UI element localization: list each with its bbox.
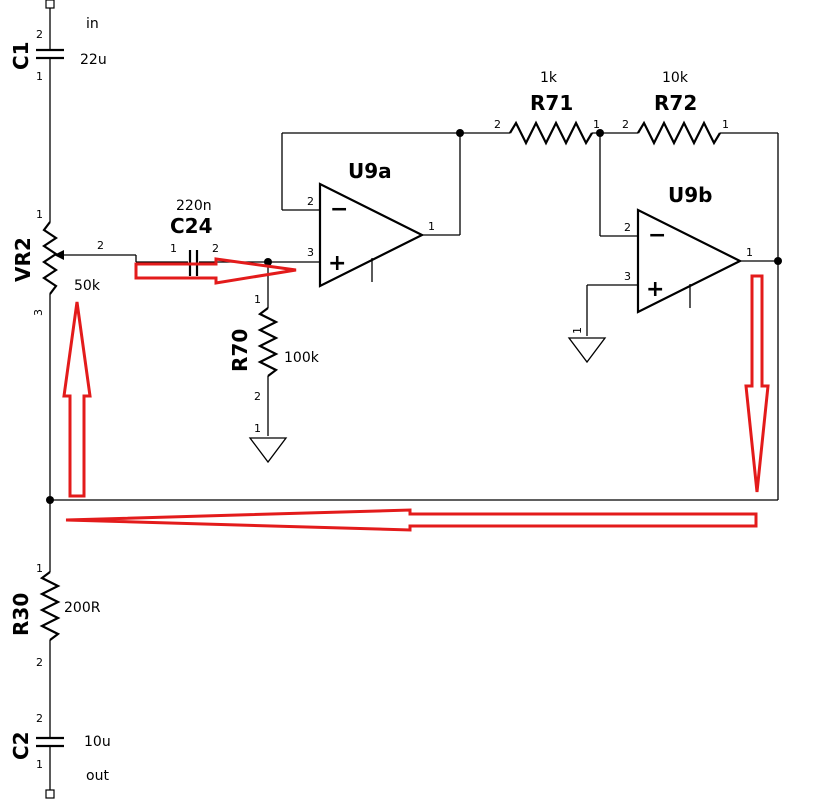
arrow-left-feedback: [65, 508, 758, 532]
c24-ref-label: C24: [170, 214, 213, 238]
input-terminal: [45, 0, 55, 9]
r72-pin1-label: 1: [722, 118, 729, 131]
annotation-arrows: [62, 257, 770, 532]
resistor-r30: 1 2 R30 200R: [9, 500, 101, 738]
junction-u9b-output: [774, 257, 782, 265]
r71-value-label: 1k: [540, 70, 558, 86]
c24-pin1-label: 1: [170, 242, 177, 255]
output-label: out: [86, 768, 109, 784]
vr2-pin3-label: 3: [32, 309, 45, 316]
u9a-pin2-label: 2: [307, 195, 314, 208]
vr2-pin1-label: 1: [36, 208, 43, 221]
u9b-minus-sign: −: [648, 223, 666, 248]
capacitor-c1: 2 1 C1 22u: [9, 8, 107, 222]
r72-ref-label: R72: [654, 91, 697, 115]
c1-pin1-label: 1: [36, 70, 43, 83]
u9b-ref-label: U9b: [668, 183, 712, 207]
c1-value-label: 22u: [80, 52, 107, 68]
opamp-u9b: − + 2 3 1 U9b: [586, 133, 778, 336]
u9b-plus-sign: +: [646, 277, 664, 302]
arrow-down-from-u9b: [744, 274, 770, 493]
vr2-pin2-label: 2: [97, 239, 104, 252]
r70-value-label: 100k: [284, 350, 320, 366]
u9a-plus-sign: +: [328, 251, 346, 276]
resistor-r71: 2 1 R71 1k: [460, 70, 638, 146]
r70-ref-label: R70: [228, 329, 252, 372]
r71-pin1-label: 1: [593, 118, 600, 131]
c2-pin2-label: 2: [36, 712, 43, 725]
ground-u9b-pin-label: 1: [571, 327, 584, 334]
r30-pin2-label: 2: [36, 656, 43, 669]
r70-pin2-label: 2: [254, 390, 261, 403]
potentiometer-vr2: 1 2 3 VR2 50k: [11, 208, 188, 500]
r70-pin1-label: 1: [254, 293, 261, 306]
vr2-value-label: 50k: [74, 278, 101, 294]
r71-ref-label: R71: [530, 91, 573, 115]
arrow-right-to-u9a: [134, 257, 297, 285]
u9b-pin3-label: 3: [624, 270, 631, 283]
ground-r70-pin-label: 1: [254, 422, 261, 435]
u9b-pin2-label: 2: [624, 221, 631, 234]
u9a-ref-label: U9a: [348, 159, 392, 183]
output-terminal: [45, 789, 55, 799]
c1-pin2-label: 2: [36, 28, 43, 41]
capacitor-c24: 1 2 C24 220n: [170, 198, 268, 276]
r72-pin2-label: 2: [622, 118, 629, 131]
ground-symbol-u9b: 1: [567, 327, 607, 364]
c24-pin2-label: 2: [212, 242, 219, 255]
r30-value-label: 200R: [64, 600, 101, 616]
input-label: in: [86, 16, 99, 32]
opamp-u9a: − + 2 3 1 U9a: [281, 132, 461, 288]
u9a-pin3-label: 3: [307, 246, 314, 259]
ground-symbol-r70: 1: [248, 422, 288, 464]
c24-value-label: 220n: [176, 198, 212, 214]
arrow-up-to-vr2: [62, 301, 92, 498]
r71-pin2-label: 2: [494, 118, 501, 131]
c2-value-label: 10u: [84, 734, 111, 750]
vr2-ref-label: VR2: [11, 237, 35, 282]
u9a-pin1-label: 1: [428, 220, 435, 233]
u9a-minus-sign: −: [330, 197, 348, 222]
resistor-r70: 1 2 R70 100k: [228, 262, 320, 436]
resistor-r72: 2 1 R72 10k: [622, 70, 779, 500]
capacitor-c2: 2 1 C2 10u: [9, 712, 111, 790]
c2-ref-label: C2: [9, 731, 33, 760]
c2-pin1-label: 1: [36, 758, 43, 771]
r30-pin1-label: 1: [36, 562, 43, 575]
c1-ref-label: C1: [9, 41, 33, 70]
r72-value-label: 10k: [662, 70, 689, 86]
r30-ref-label: R30: [9, 593, 33, 636]
u9b-pin1-label: 1: [746, 246, 753, 259]
